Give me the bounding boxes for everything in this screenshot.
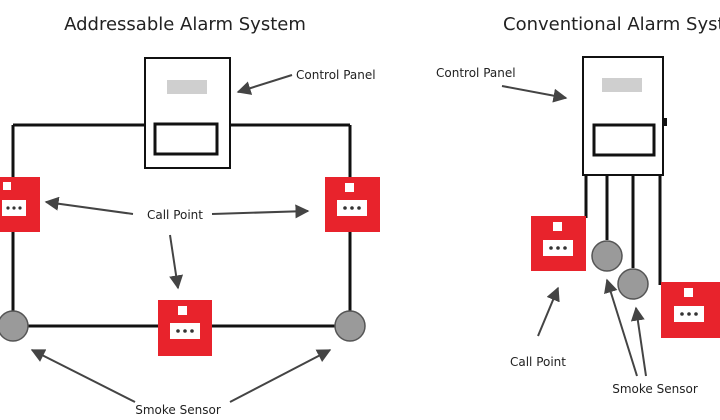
addressable-section: Addressable Alarm System: [0, 14, 380, 417]
panel-window: [592, 123, 656, 157]
conventional-smoke-sensor-1: [591, 240, 623, 272]
panel-display: [602, 78, 642, 92]
addressable-title: Addressable Alarm System: [64, 14, 306, 35]
conventional-section: Conventional Alarm System: [436, 14, 720, 396]
addressable-arrows: [30, 74, 332, 403]
conventional-call-point-right: [661, 282, 720, 338]
conventional-control-panel-label: Control Panel: [436, 66, 516, 80]
conventional-title: Conventional Alarm System: [503, 14, 720, 35]
addressable-control-panel-label: Control Panel: [296, 68, 376, 82]
conventional-radial-wiring: [584, 175, 662, 285]
panel-window: [153, 122, 219, 156]
addressable-call-point-left: [0, 177, 40, 232]
addressable-call-point-label: Call Point: [147, 208, 203, 222]
addressable-call-point-right: [325, 177, 380, 232]
addressable-call-point-bottom: [158, 300, 212, 356]
conventional-call-point-label: Call Point: [510, 355, 566, 369]
conventional-smoke-sensor-label: Smoke Sensor: [612, 382, 698, 396]
conventional-call-point-left: [531, 216, 586, 271]
conventional-smoke-sensor-2: [617, 268, 649, 300]
addressable-smoke-sensor-label: Smoke Sensor: [135, 403, 221, 417]
conventional-control-panel: [582, 56, 667, 176]
addressable-smoke-sensor-left: [0, 310, 29, 342]
conventional-arrows: [501, 85, 647, 377]
addressable-control-panel: [144, 57, 231, 169]
panel-display: [167, 80, 207, 94]
addressable-loop-wiring: [11, 123, 352, 328]
addressable-smoke-sensor-right: [334, 310, 366, 342]
